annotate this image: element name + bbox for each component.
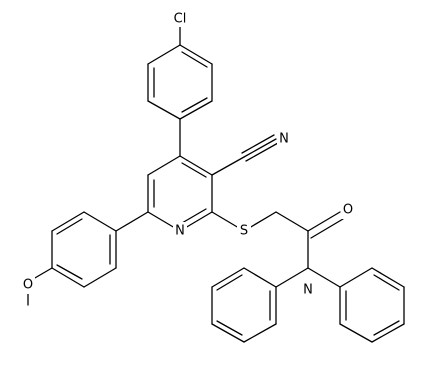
triple-bond-line <box>245 142 279 162</box>
double-bond-line <box>181 97 208 113</box>
bond <box>147 155 181 176</box>
atom-carbonyl-o: O <box>341 201 355 219</box>
chlorophenyl-ring <box>147 44 213 120</box>
double-bond-line <box>181 51 208 68</box>
bond <box>211 323 245 343</box>
bond <box>339 323 373 343</box>
nitrile-triple-bond <box>241 134 279 162</box>
bond-ch2-carbonyl <box>275 211 309 232</box>
bond-n-left-phenyl <box>275 267 309 288</box>
double-bond-line <box>56 218 83 235</box>
bond-carbonyl-o <box>307 211 341 232</box>
atom-cl: Cl <box>168 11 192 27</box>
pyridine-ring <box>147 155 213 232</box>
sulfur-label: S <box>240 224 248 239</box>
bond <box>179 155 213 176</box>
bond <box>179 44 213 65</box>
bond <box>371 267 405 288</box>
right-phenyl-ring <box>339 267 405 343</box>
double-bond-line <box>216 274 243 291</box>
atom-s: S <box>237 222 251 240</box>
double-bond-line <box>181 208 207 224</box>
ether-oxygen-label: O <box>23 278 33 293</box>
bond <box>243 323 277 343</box>
bond <box>83 211 117 232</box>
bond <box>371 323 405 343</box>
left-phenyl-ring <box>211 267 277 343</box>
pyridine-nitrogen-label: N <box>175 224 185 239</box>
bond-n-right-phenyl <box>307 267 341 288</box>
bond <box>51 211 85 232</box>
bond <box>147 100 181 120</box>
bond <box>147 44 181 65</box>
bond <box>339 267 373 288</box>
bond <box>51 267 85 288</box>
bond <box>83 267 117 288</box>
double-bond-line <box>56 264 83 280</box>
double-bond-line <box>373 274 400 291</box>
double-bond-line <box>310 218 344 239</box>
atom-pyridine-n: N <box>173 222 187 240</box>
carbonyl-oxygen-label: O <box>343 203 353 218</box>
methoxyphenyl-ring <box>51 211 117 288</box>
bond-pyridine-methoxyphenyl <box>115 211 149 232</box>
triple-bond-line <box>243 138 277 158</box>
double-bond-line <box>373 320 400 336</box>
bond-ring-nitrile-carbon <box>211 156 245 176</box>
bond <box>179 100 213 120</box>
bond <box>211 267 245 288</box>
double-bond-line <box>181 162 207 178</box>
chlorine-label: Cl <box>174 12 187 27</box>
atom-label-layer: Cl N N S O N O <box>21 11 355 299</box>
atom-amide-n: N <box>301 281 315 299</box>
bond-layer <box>27 25 405 343</box>
atom-nitrile-n: N <box>277 130 291 148</box>
bond <box>243 267 277 288</box>
triple-bond-line <box>241 134 275 154</box>
double-bond-line <box>216 320 243 336</box>
amide-nitrogen-label: N <box>303 283 313 298</box>
nitrile-nitrogen-label: N <box>279 132 289 147</box>
atom-ether-o: O <box>21 276 35 294</box>
